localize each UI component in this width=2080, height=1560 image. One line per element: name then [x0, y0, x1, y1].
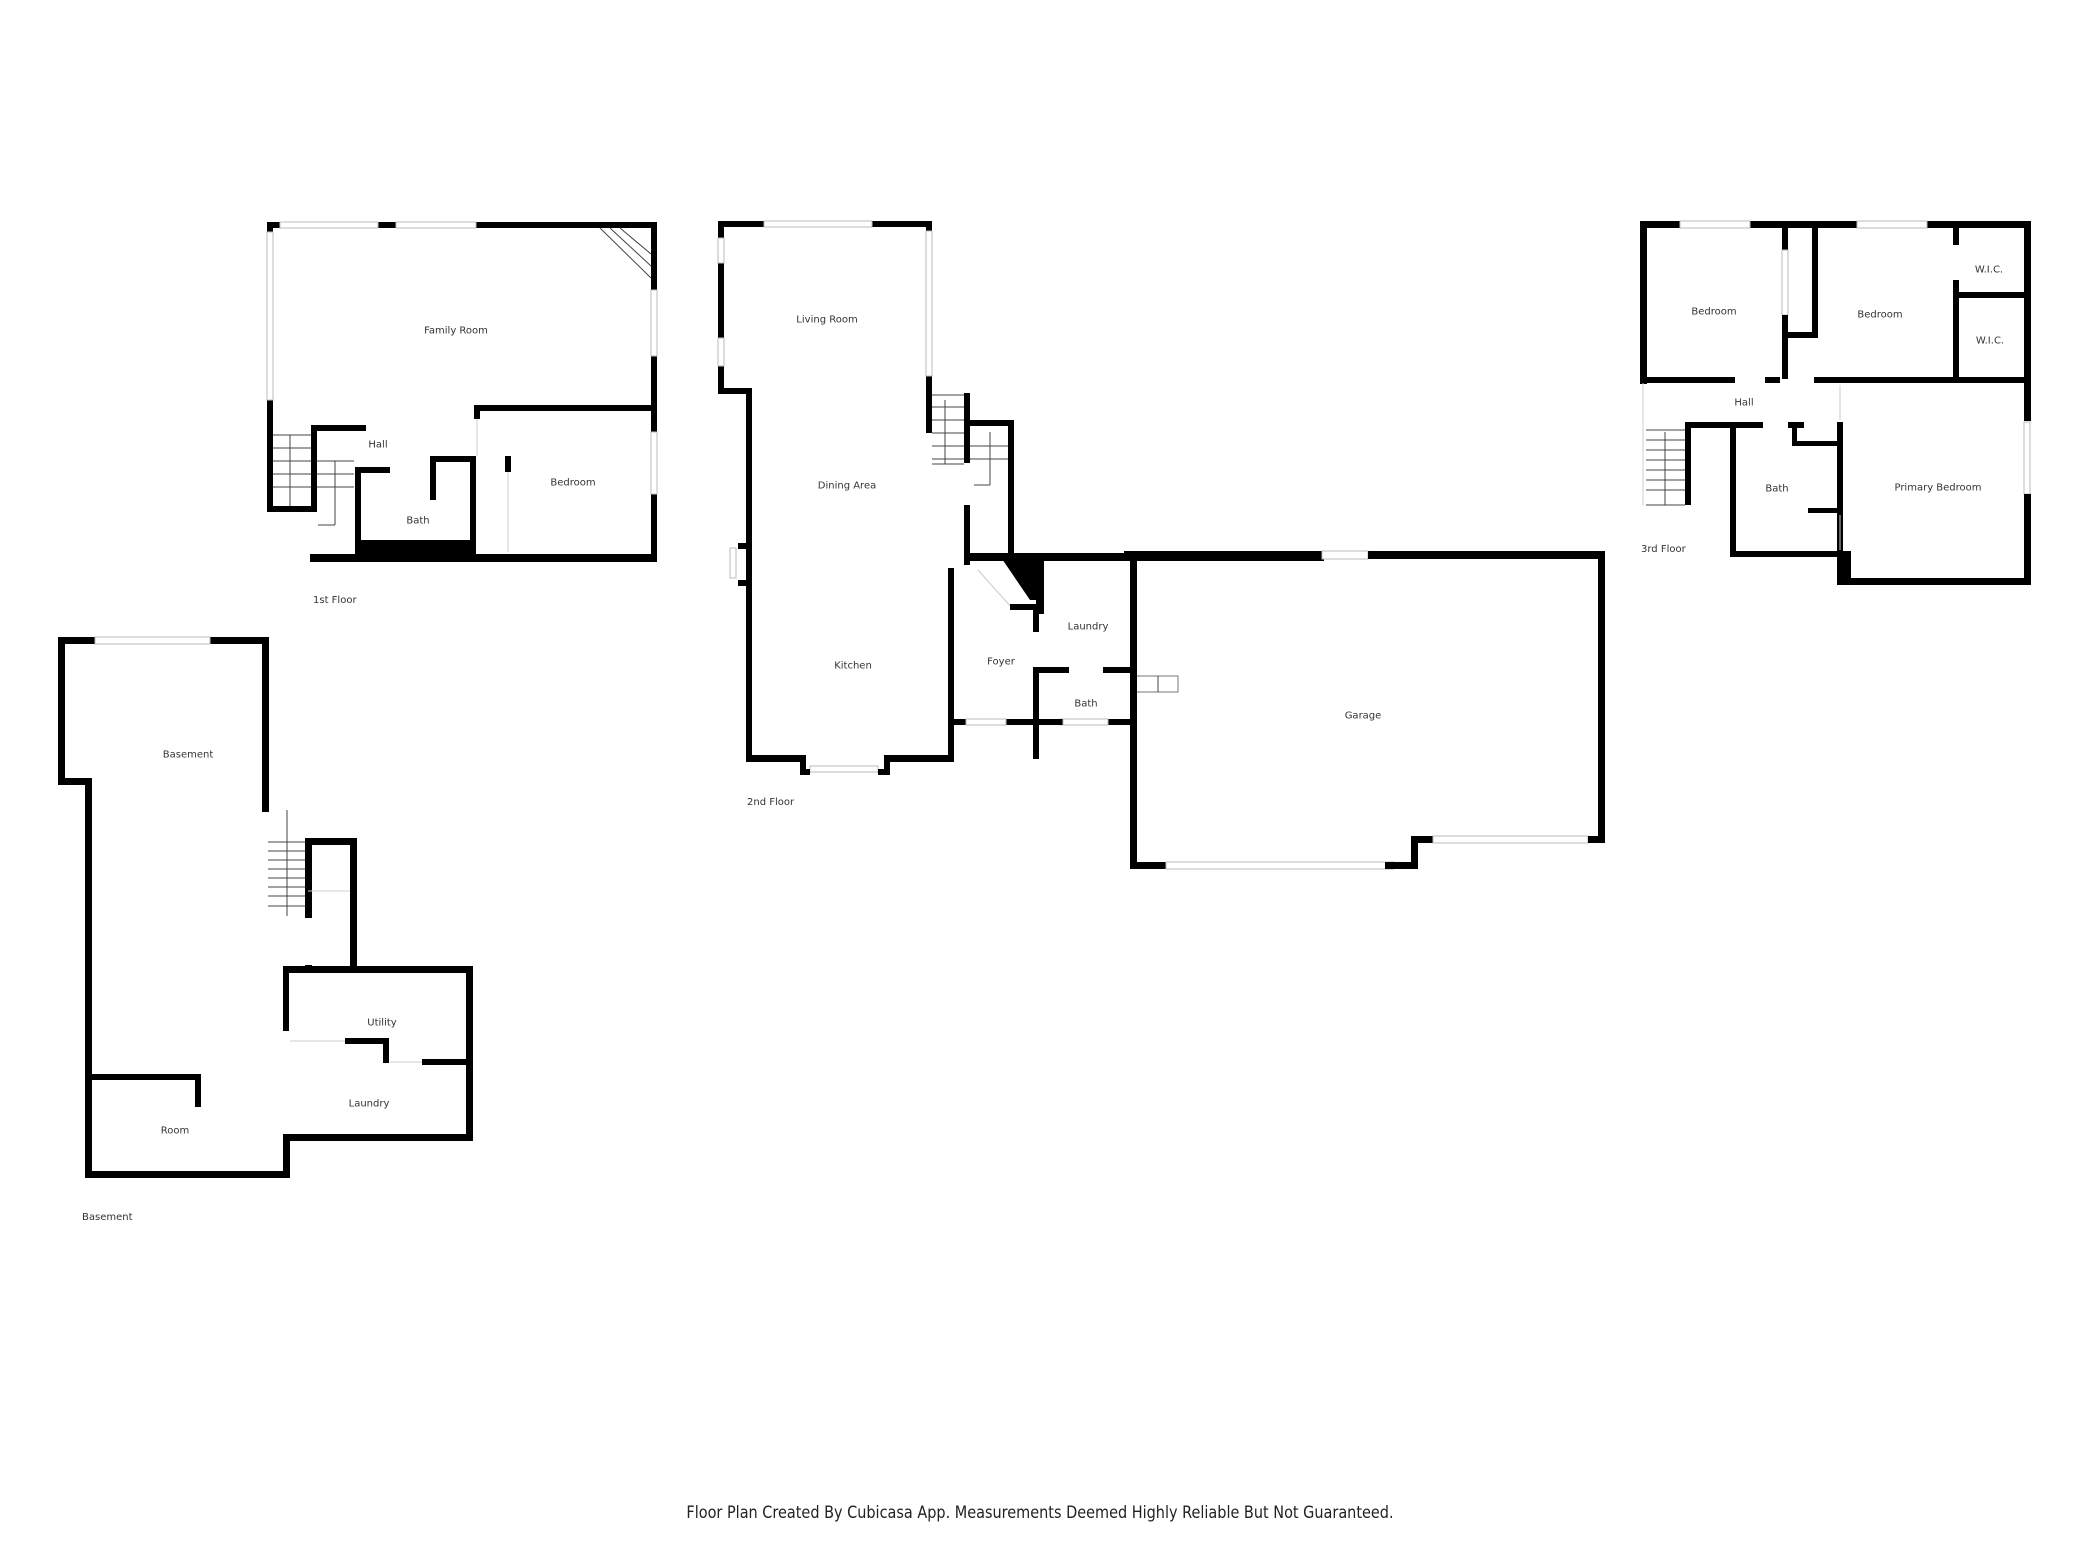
third-floor-plan — [1640, 220, 2031, 585]
floor-label-2nd: 2nd Floor — [747, 797, 795, 808]
room-label-bedroom: Bedroom — [550, 477, 596, 489]
room-label-laundry-b: Laundry — [348, 1098, 390, 1110]
floor-label-1st: 1st Floor — [313, 595, 357, 606]
first-floor-plan — [266, 221, 658, 562]
room-label-bath-2: Bath — [1074, 698, 1098, 710]
room-label-basement: Basement — [162, 749, 214, 761]
floor-label-3rd: 3rd Floor — [1641, 544, 1686, 555]
room-label-bedroom-3b: Bedroom — [1857, 309, 1903, 321]
room-label-primary-bedroom: Primary Bedroom — [1894, 482, 1982, 494]
room-label-hall-3: Hall — [1734, 397, 1754, 409]
room-label-bedroom-3a: Bedroom — [1691, 306, 1737, 318]
garage-plan — [1124, 550, 1605, 870]
floor-label-basement: Basement — [82, 1212, 133, 1223]
room-label-family-room: Family Room — [424, 325, 488, 337]
room-label-foyer: Foyer — [987, 656, 1015, 668]
footer-disclaimer: Floor Plan Created By Cubicasa App. Meas… — [686, 1503, 1394, 1523]
room-label-laundry: Laundry — [1067, 621, 1109, 633]
room-label-living-room: Living Room — [796, 314, 858, 326]
basement-plan — [58, 636, 473, 1178]
room-label-wic-2: W.I.C. — [1975, 335, 2005, 347]
room-label-kitchen: Kitchen — [834, 660, 872, 672]
room-label-dining-area: Dining Area — [817, 480, 877, 492]
room-label-bath-3: Bath — [1765, 483, 1789, 495]
room-label-hall: Hall — [368, 439, 388, 451]
room-label-garage: Garage — [1344, 710, 1382, 722]
second-floor-plan — [717, 220, 1324, 775]
room-label-utility: Utility — [367, 1017, 397, 1029]
room-label-room: Room — [160, 1125, 190, 1137]
room-label-bath: Bath — [406, 515, 430, 527]
room-label-wic-1: W.I.C. — [1974, 264, 2004, 276]
